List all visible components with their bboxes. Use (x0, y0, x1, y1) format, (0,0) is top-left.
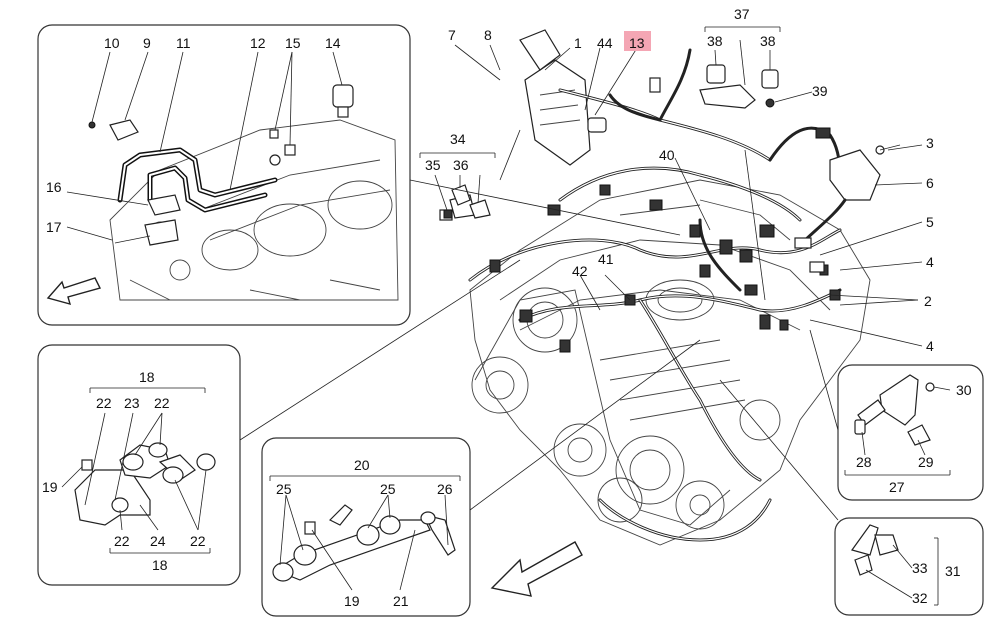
callout-40[interactable]: 40 (659, 147, 675, 163)
callout-21[interactable]: 21 (393, 593, 409, 609)
callout-13-highlight (624, 31, 651, 51)
callout-30[interactable]: 30 (956, 382, 972, 398)
group-34 (419, 152, 496, 219)
callout-42[interactable]: 42 (572, 263, 588, 279)
inset-top-left (37, 24, 411, 326)
callout-25-left[interactable]: 25 (276, 481, 292, 497)
callout-11[interactable]: 11 (176, 35, 191, 51)
callout-28[interactable]: 28 (856, 454, 872, 470)
main-leaders (454, 39, 923, 347)
callout-12[interactable]: 12 (250, 35, 266, 51)
callout-20[interactable]: 20 (354, 457, 370, 473)
inset-bottom-left (37, 344, 241, 586)
callout-22-bottom-left[interactable]: 22 (114, 533, 130, 549)
callout-4-bottom[interactable]: 4 (926, 338, 934, 354)
callout-41[interactable]: 41 (598, 251, 614, 267)
inset-bottom-right-31 (834, 517, 984, 616)
callout-27[interactable]: 27 (889, 479, 905, 495)
callout-32[interactable]: 32 (912, 590, 928, 606)
callout-22-top-left[interactable]: 22 (96, 395, 112, 411)
callout-38-right[interactable]: 38 (760, 33, 776, 49)
callout-26[interactable]: 26 (437, 481, 453, 497)
inset-bottom-right-27 (837, 364, 984, 501)
callout-18-top[interactable]: 18 (139, 369, 155, 385)
callout-19-middle[interactable]: 19 (344, 593, 360, 609)
orientation-arrow (490, 541, 583, 597)
callout-33[interactable]: 33 (912, 560, 928, 576)
callout-labels: 10 9 11 12 15 14 16 17 18 22 23 22 19 22… (42, 6, 972, 609)
callout-7[interactable]: 7 (448, 27, 456, 43)
callout-34[interactable]: 34 (450, 131, 466, 147)
callout-22-bottom-right[interactable]: 22 (190, 533, 206, 549)
callout-6[interactable]: 6 (926, 175, 934, 191)
callout-31[interactable]: 31 (945, 563, 961, 579)
callout-39[interactable]: 39 (812, 83, 828, 99)
callout-3[interactable]: 3 (926, 135, 934, 151)
callout-19-left[interactable]: 19 (42, 479, 58, 495)
callout-2[interactable]: 2 (924, 293, 932, 309)
callout-23[interactable]: 23 (124, 395, 140, 411)
callout-29[interactable]: 29 (918, 454, 934, 470)
callout-15[interactable]: 15 (285, 35, 301, 51)
callout-4-top[interactable]: 4 (926, 254, 934, 270)
callout-8[interactable]: 8 (484, 27, 492, 43)
inset-bottom-middle (261, 437, 471, 617)
callout-10[interactable]: 10 (104, 35, 120, 51)
callout-9[interactable]: 9 (143, 35, 151, 51)
callout-44[interactable]: 44 (597, 35, 613, 51)
callout-25-right[interactable]: 25 (380, 481, 396, 497)
callout-24[interactable]: 24 (150, 533, 166, 549)
callout-5[interactable]: 5 (926, 214, 934, 230)
callout-13[interactable]: 13 (629, 35, 645, 51)
callout-36[interactable]: 36 (453, 157, 469, 173)
callout-17[interactable]: 17 (46, 219, 62, 235)
callout-35[interactable]: 35 (425, 157, 441, 173)
callout-1[interactable]: 1 (574, 35, 582, 51)
callout-16[interactable]: 16 (46, 179, 62, 195)
callout-38-left[interactable]: 38 (707, 33, 723, 49)
callout-22-top-right[interactable]: 22 (154, 395, 170, 411)
inset-links (239, 129, 839, 521)
callout-14[interactable]: 14 (325, 35, 341, 51)
callout-37[interactable]: 37 (734, 6, 750, 22)
engine-assembly (439, 29, 901, 546)
callout-18-bottom[interactable]: 18 (152, 557, 168, 573)
